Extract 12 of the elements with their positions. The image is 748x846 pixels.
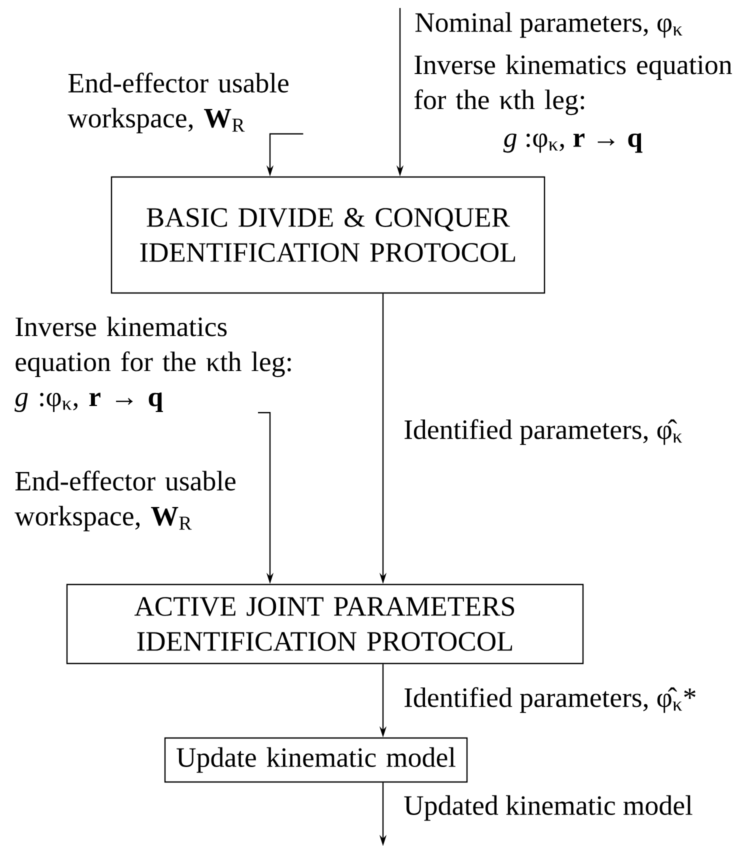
edge-label: Identified parameters, φ̂$_{κ}$*: [402, 686, 698, 714]
edge-label: Identified parameters, φ̂$_{κ}$: [402, 418, 684, 446]
input-text: End-effector usable workspace, W$_{R}$: [68, 72, 288, 134]
edge-label: Nominal parameters, φ$_{κ}$: [414, 11, 684, 39]
edge-label: Updated kinematic model: [402, 794, 694, 822]
process-box: Update kinematic model: [164, 737, 468, 783]
annotation-text: End-effector usable workspace, W$_{R}$: [14, 470, 236, 532]
input-text: Inverse kinematics equation for the κth leg: g :φ$_{κ}$, r → q: [14, 316, 291, 412]
process-box: ACTIVE JOINT PARAMETERS IDENTIFICATION PROTOCOL: [66, 584, 584, 664]
process-box: BASIC DIVIDE & CONQUER IDENTIFICATION PROTOCOL: [110, 176, 546, 294]
annotation-text: Inverse kinematics equation for the κth leg:: [414, 54, 732, 116]
annotation-text: g :φ$_{κ}$, r → q: [503, 133, 642, 153]
